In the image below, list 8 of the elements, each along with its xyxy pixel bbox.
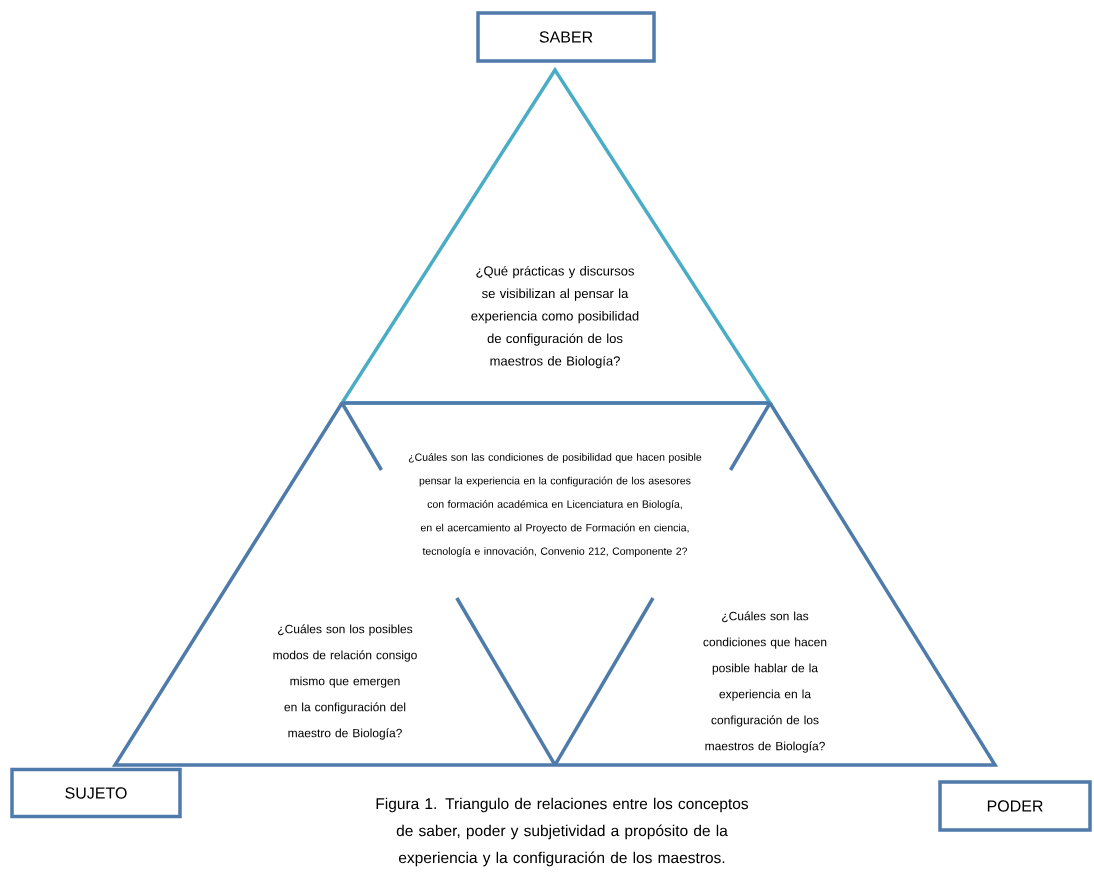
question-text: ¿Qué prácticas y discursos se visibilizan al pensar la experiencia como posibilidad de configuración de los maestros de Biología? (471, 265, 639, 369)
question-text: ¿Cuáles son las condiciones que hacen posible hablar de la experiencia en la configuración de los maestros de Biología? (703, 611, 827, 753)
label-box: SABER (476, 11, 656, 63)
caption: Figura 1. Triangulo de relaciones entre los conceptos de saber, poder y subjetividad a propósito de la experiencia y la configuración de los maestros. (376, 797, 749, 867)
question-text: ¿Cuáles son las condiciones de posibilidad que hacen posible pensar la experiencia en la configuración de los asesores con formación académica en Licenciatura en Biología, en el acercamiento al Proyecto de Formación en ciencia, tecnología e innovación, Convenio 212, Componente 2? (408, 453, 702, 557)
label-box: PODER (938, 780, 1092, 832)
question-text: ¿Cuáles son los posibles modos de relación consigo mismo que emergen en la configuración del maestro de Biología? (273, 624, 417, 740)
label-box: SUJETO (10, 767, 182, 819)
